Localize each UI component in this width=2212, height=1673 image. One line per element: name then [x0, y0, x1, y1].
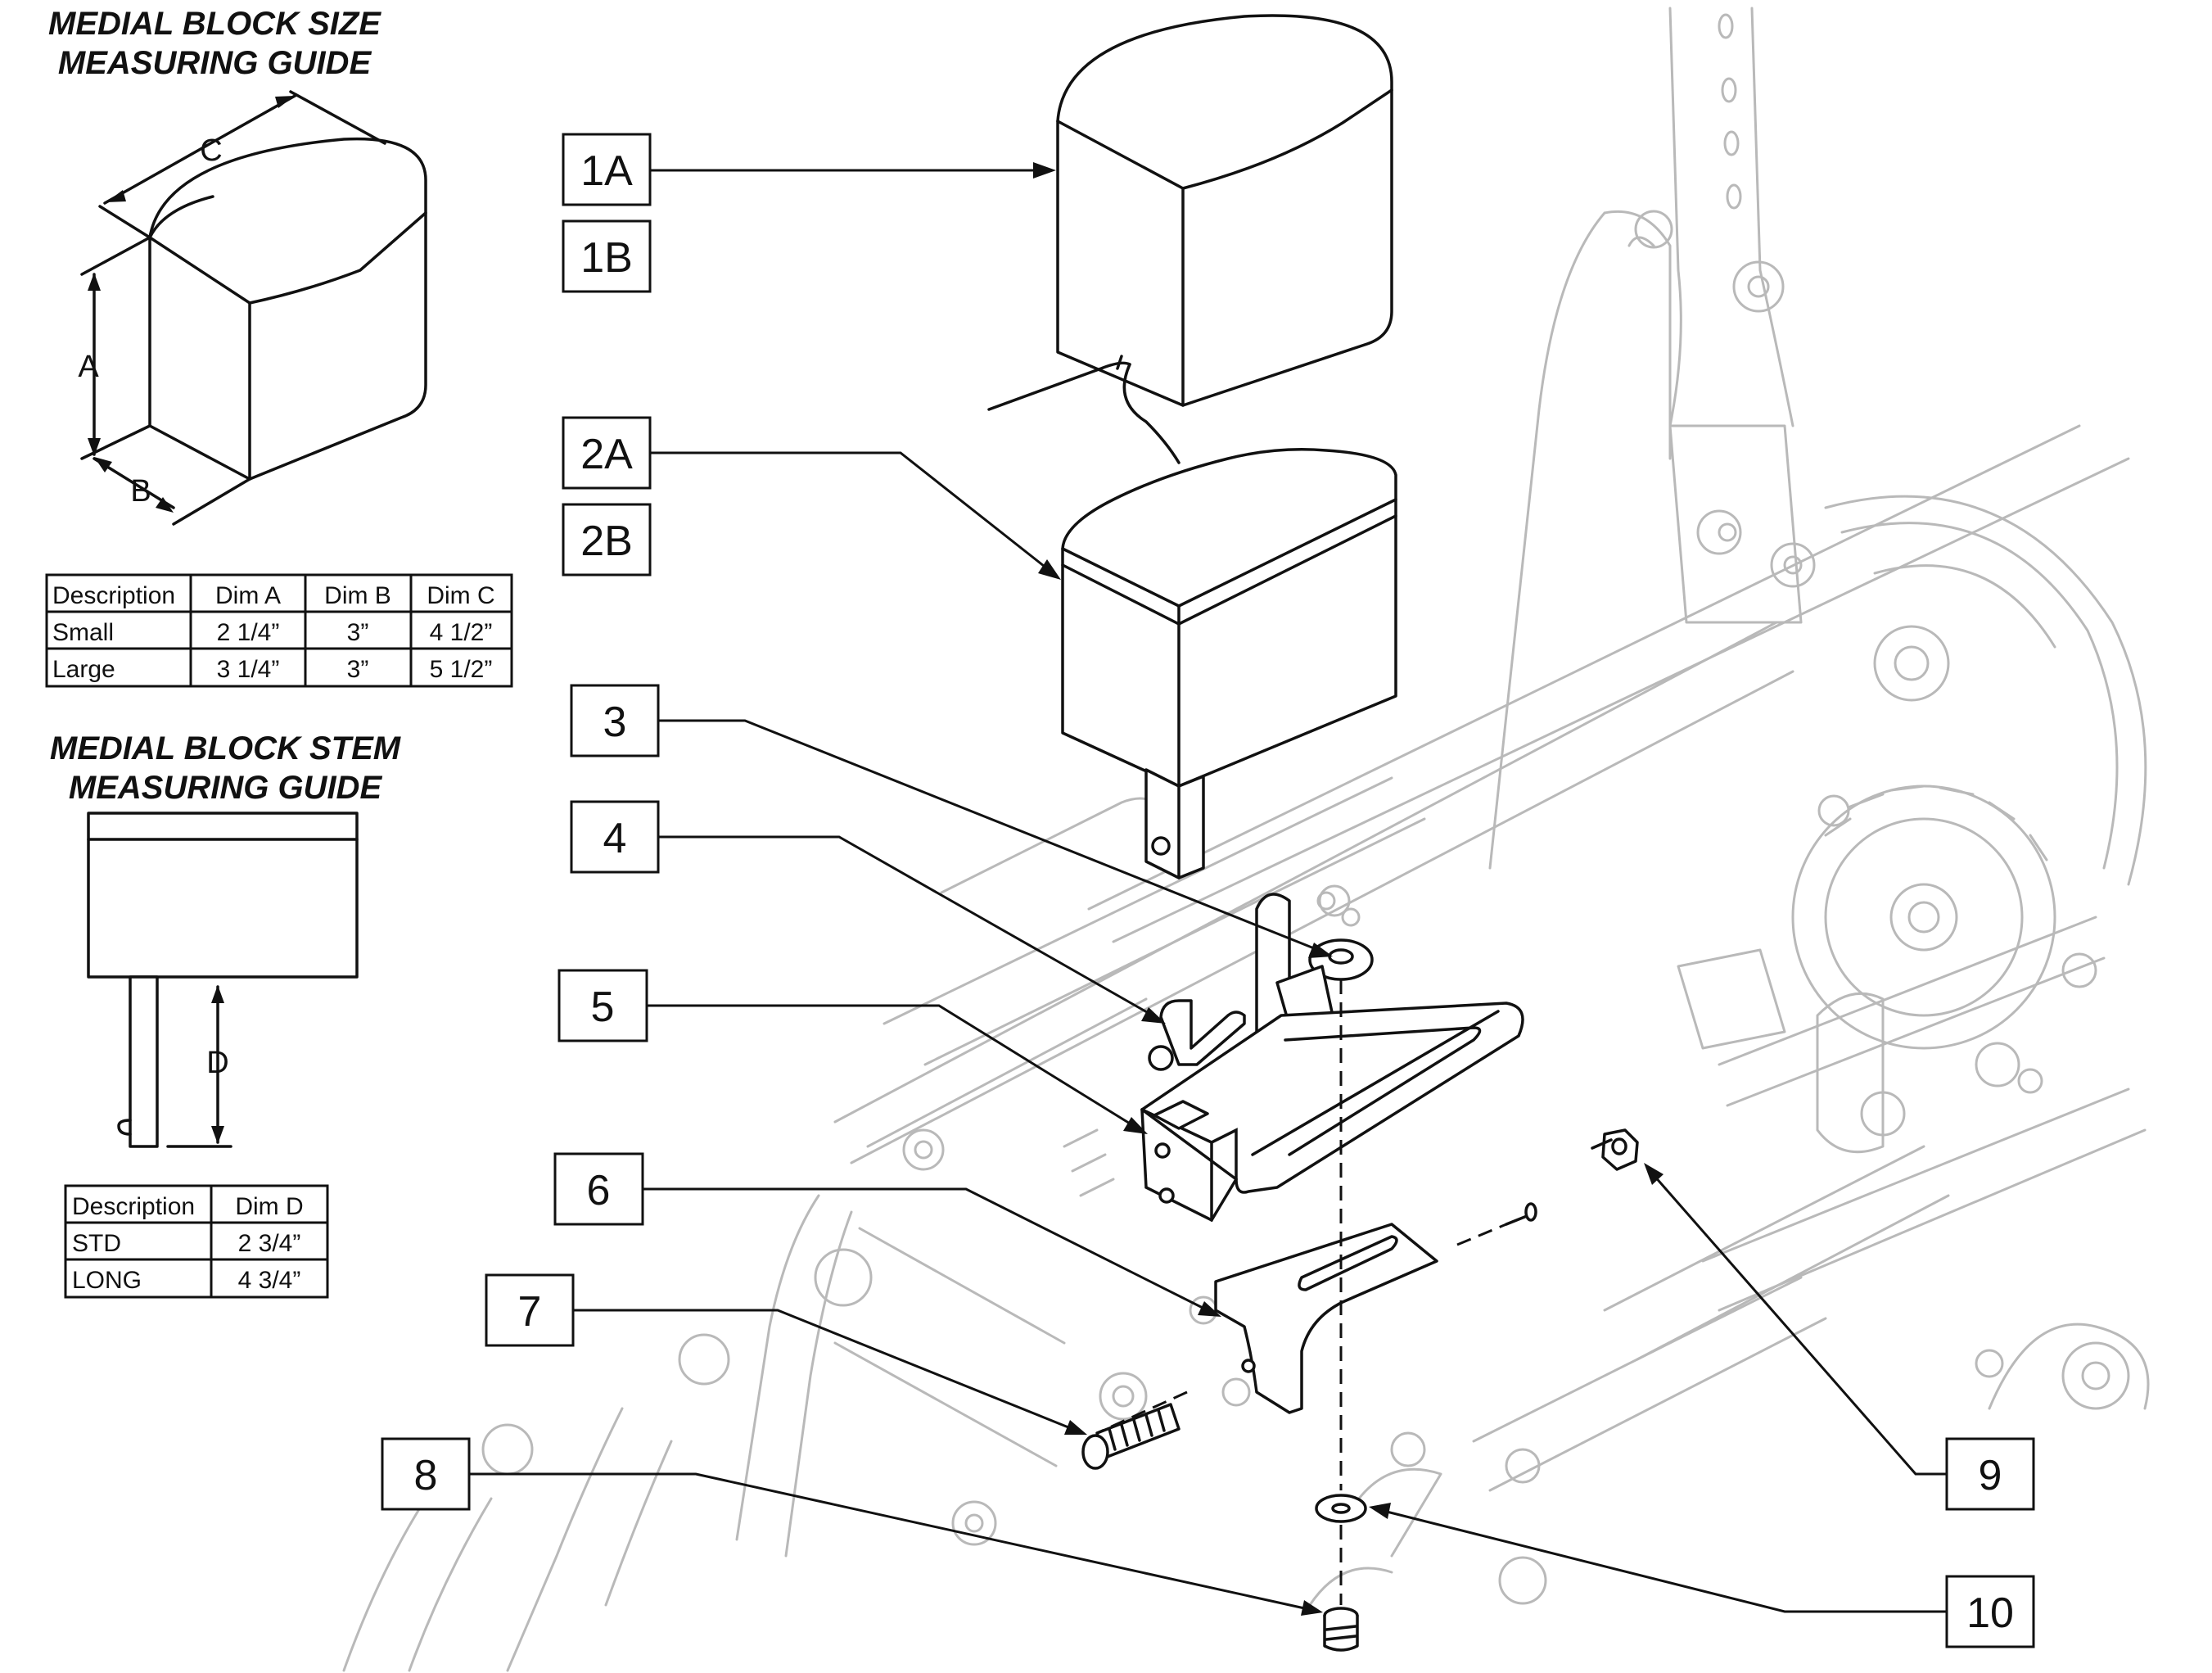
callout-2a-label: 2A [580, 431, 633, 478]
callout-6: 6 [553, 1152, 644, 1226]
callout-3-label: 3 [603, 699, 627, 746]
leader-lines [469, 162, 1947, 1616]
callout-8: 8 [381, 1437, 471, 1511]
callout-6-label: 6 [587, 1167, 611, 1214]
stem-guide-title-line2: MEASURING GUIDE [69, 770, 383, 806]
stem-header-dim-d: Dim D [235, 1193, 303, 1220]
size-row-small-dim-c: 4 1/2” [430, 619, 493, 646]
callout-1b-label: 1B [580, 234, 633, 282]
size-row-large-dim-c: 5 1/2” [430, 656, 493, 683]
size-row-small-dim-a: 2 1/4” [217, 619, 280, 646]
callout-10: 10 [1945, 1575, 2035, 1648]
callout-4: 4 [570, 800, 660, 874]
part-9-nut [1591, 1128, 1639, 1171]
part-6-clamp-plate [1214, 1202, 1537, 1414]
part-1-medial-block-pad [987, 14, 1393, 464]
stem-illustration: D [87, 812, 359, 1148]
part-8-screw [1323, 1607, 1359, 1652]
size-header-dim-a: Dim A [215, 582, 281, 609]
callout-2b: 2B [562, 503, 652, 577]
size-guide-title-line2: MEASURING GUIDE [58, 45, 372, 81]
callout-1b: 1B [562, 219, 652, 293]
callout-2a: 2A [562, 416, 652, 490]
stem-row-std-description: STD [72, 1230, 121, 1257]
size-table: Description Dim A Dim B Dim C Small 2 1/… [45, 573, 513, 688]
stem-row-std-dim-d: 2 3/4” [238, 1230, 301, 1257]
stem-measuring-guide: MEDIAL BLOCK STEM MEASURING GUIDE D Desc… [50, 730, 402, 1299]
stem-row-long-description: LONG [72, 1267, 142, 1294]
dim-a-label: A [78, 350, 99, 384]
stem-guide-title-line1: MEDIAL BLOCK STEM [50, 730, 402, 766]
callout-9-label: 9 [1979, 1452, 2002, 1499]
stem-row-long-dim-d: 4 3/4” [238, 1267, 301, 1294]
callout-4-label: 4 [603, 815, 627, 862]
parts [987, 14, 1639, 1652]
callout-3: 3 [570, 684, 660, 757]
callout-boxes: 1A 1B 2A 2B 3 4 5 6 [381, 133, 2035, 1648]
callout-1a-label: 1A [580, 147, 633, 195]
stem-table: Description Dim D STD 2 3/4” LONG 4 3/4” [64, 1184, 329, 1299]
size-header-dim-c: Dim C [427, 582, 494, 609]
part-2-medial-block-with-stem [1061, 448, 1397, 879]
size-row-small-description: Small [52, 619, 114, 646]
callout-1a: 1A [562, 133, 652, 206]
part-10-washer [1315, 1494, 1367, 1523]
stem-header-description: Description [72, 1193, 195, 1220]
callout-7-label: 7 [518, 1288, 542, 1336]
bolt-axis-line [1096, 1390, 1188, 1435]
callout-10-label: 10 [1966, 1589, 2014, 1637]
dim-c-label: C [200, 133, 222, 168]
dim-b-label: B [130, 474, 151, 509]
callout-8-label: 8 [414, 1452, 438, 1499]
part-5-mounting-bracket [1140, 893, 1524, 1223]
dim-d-label: D [206, 1046, 228, 1080]
size-row-large-dim-a: 3 1/4” [217, 656, 280, 683]
part-7-bolt [1081, 1403, 1180, 1470]
block-size-illustration: A B C [78, 90, 427, 526]
callout-7: 7 [485, 1273, 575, 1347]
size-measuring-guide: MEDIAL BLOCK SIZE MEASURING GUIDE A B [45, 6, 513, 688]
callout-5-label: 5 [591, 983, 615, 1031]
size-guide-title-line1: MEDIAL BLOCK SIZE [48, 6, 381, 42]
part-4-spring-clip [1148, 999, 1246, 1071]
callout-5: 5 [558, 969, 648, 1042]
size-row-large-dim-b: 3” [347, 656, 369, 683]
callout-2b-label: 2B [580, 518, 633, 565]
size-header-description: Description [52, 582, 175, 609]
size-row-small-dim-b: 3” [347, 619, 369, 646]
size-header-dim-b: Dim B [324, 582, 391, 609]
callout-9: 9 [1945, 1437, 2035, 1511]
size-row-large-description: Large [52, 656, 115, 683]
